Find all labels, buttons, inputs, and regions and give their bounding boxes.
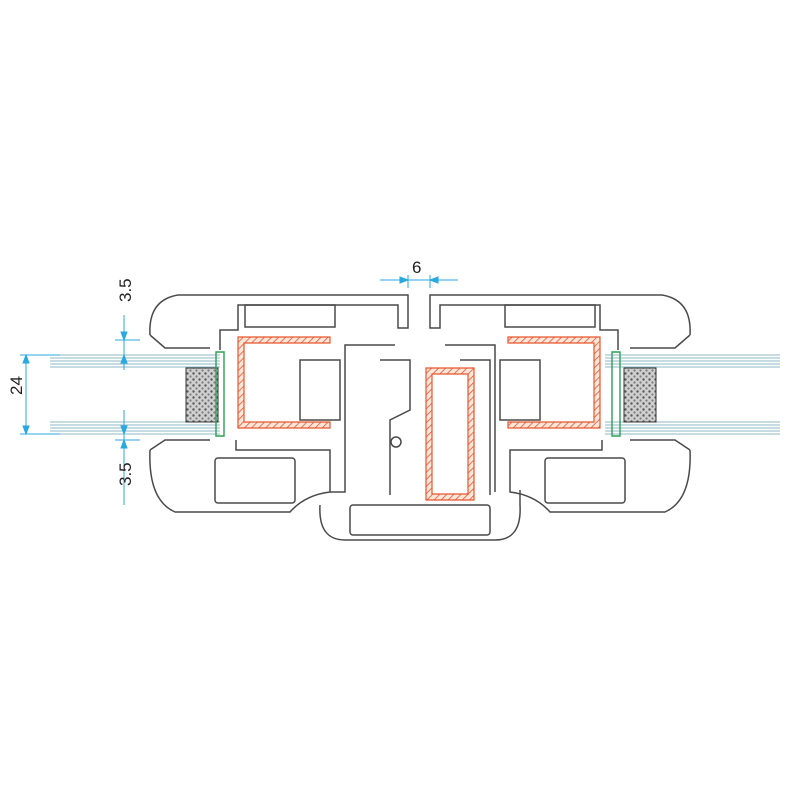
glass-upper — [50, 354, 780, 368]
profile-outline — [149, 294, 691, 541]
reinforcement-right — [507, 336, 601, 429]
reinforcement-left — [237, 336, 331, 429]
reinforcement-center — [425, 367, 475, 501]
dim-top-gap: 6 — [412, 258, 421, 277]
gasket-right — [611, 351, 621, 437]
spacer-right — [623, 367, 657, 423]
gasket-left — [215, 351, 225, 437]
dim-glass-thickness: 24 — [7, 376, 26, 395]
dimension-lines — [20, 275, 458, 505]
glass-lower — [50, 421, 780, 435]
dim-upper-seal: 3.5 — [116, 278, 135, 302]
spacer-left — [185, 367, 219, 423]
dim-lower-seal: 3.5 — [116, 462, 135, 486]
